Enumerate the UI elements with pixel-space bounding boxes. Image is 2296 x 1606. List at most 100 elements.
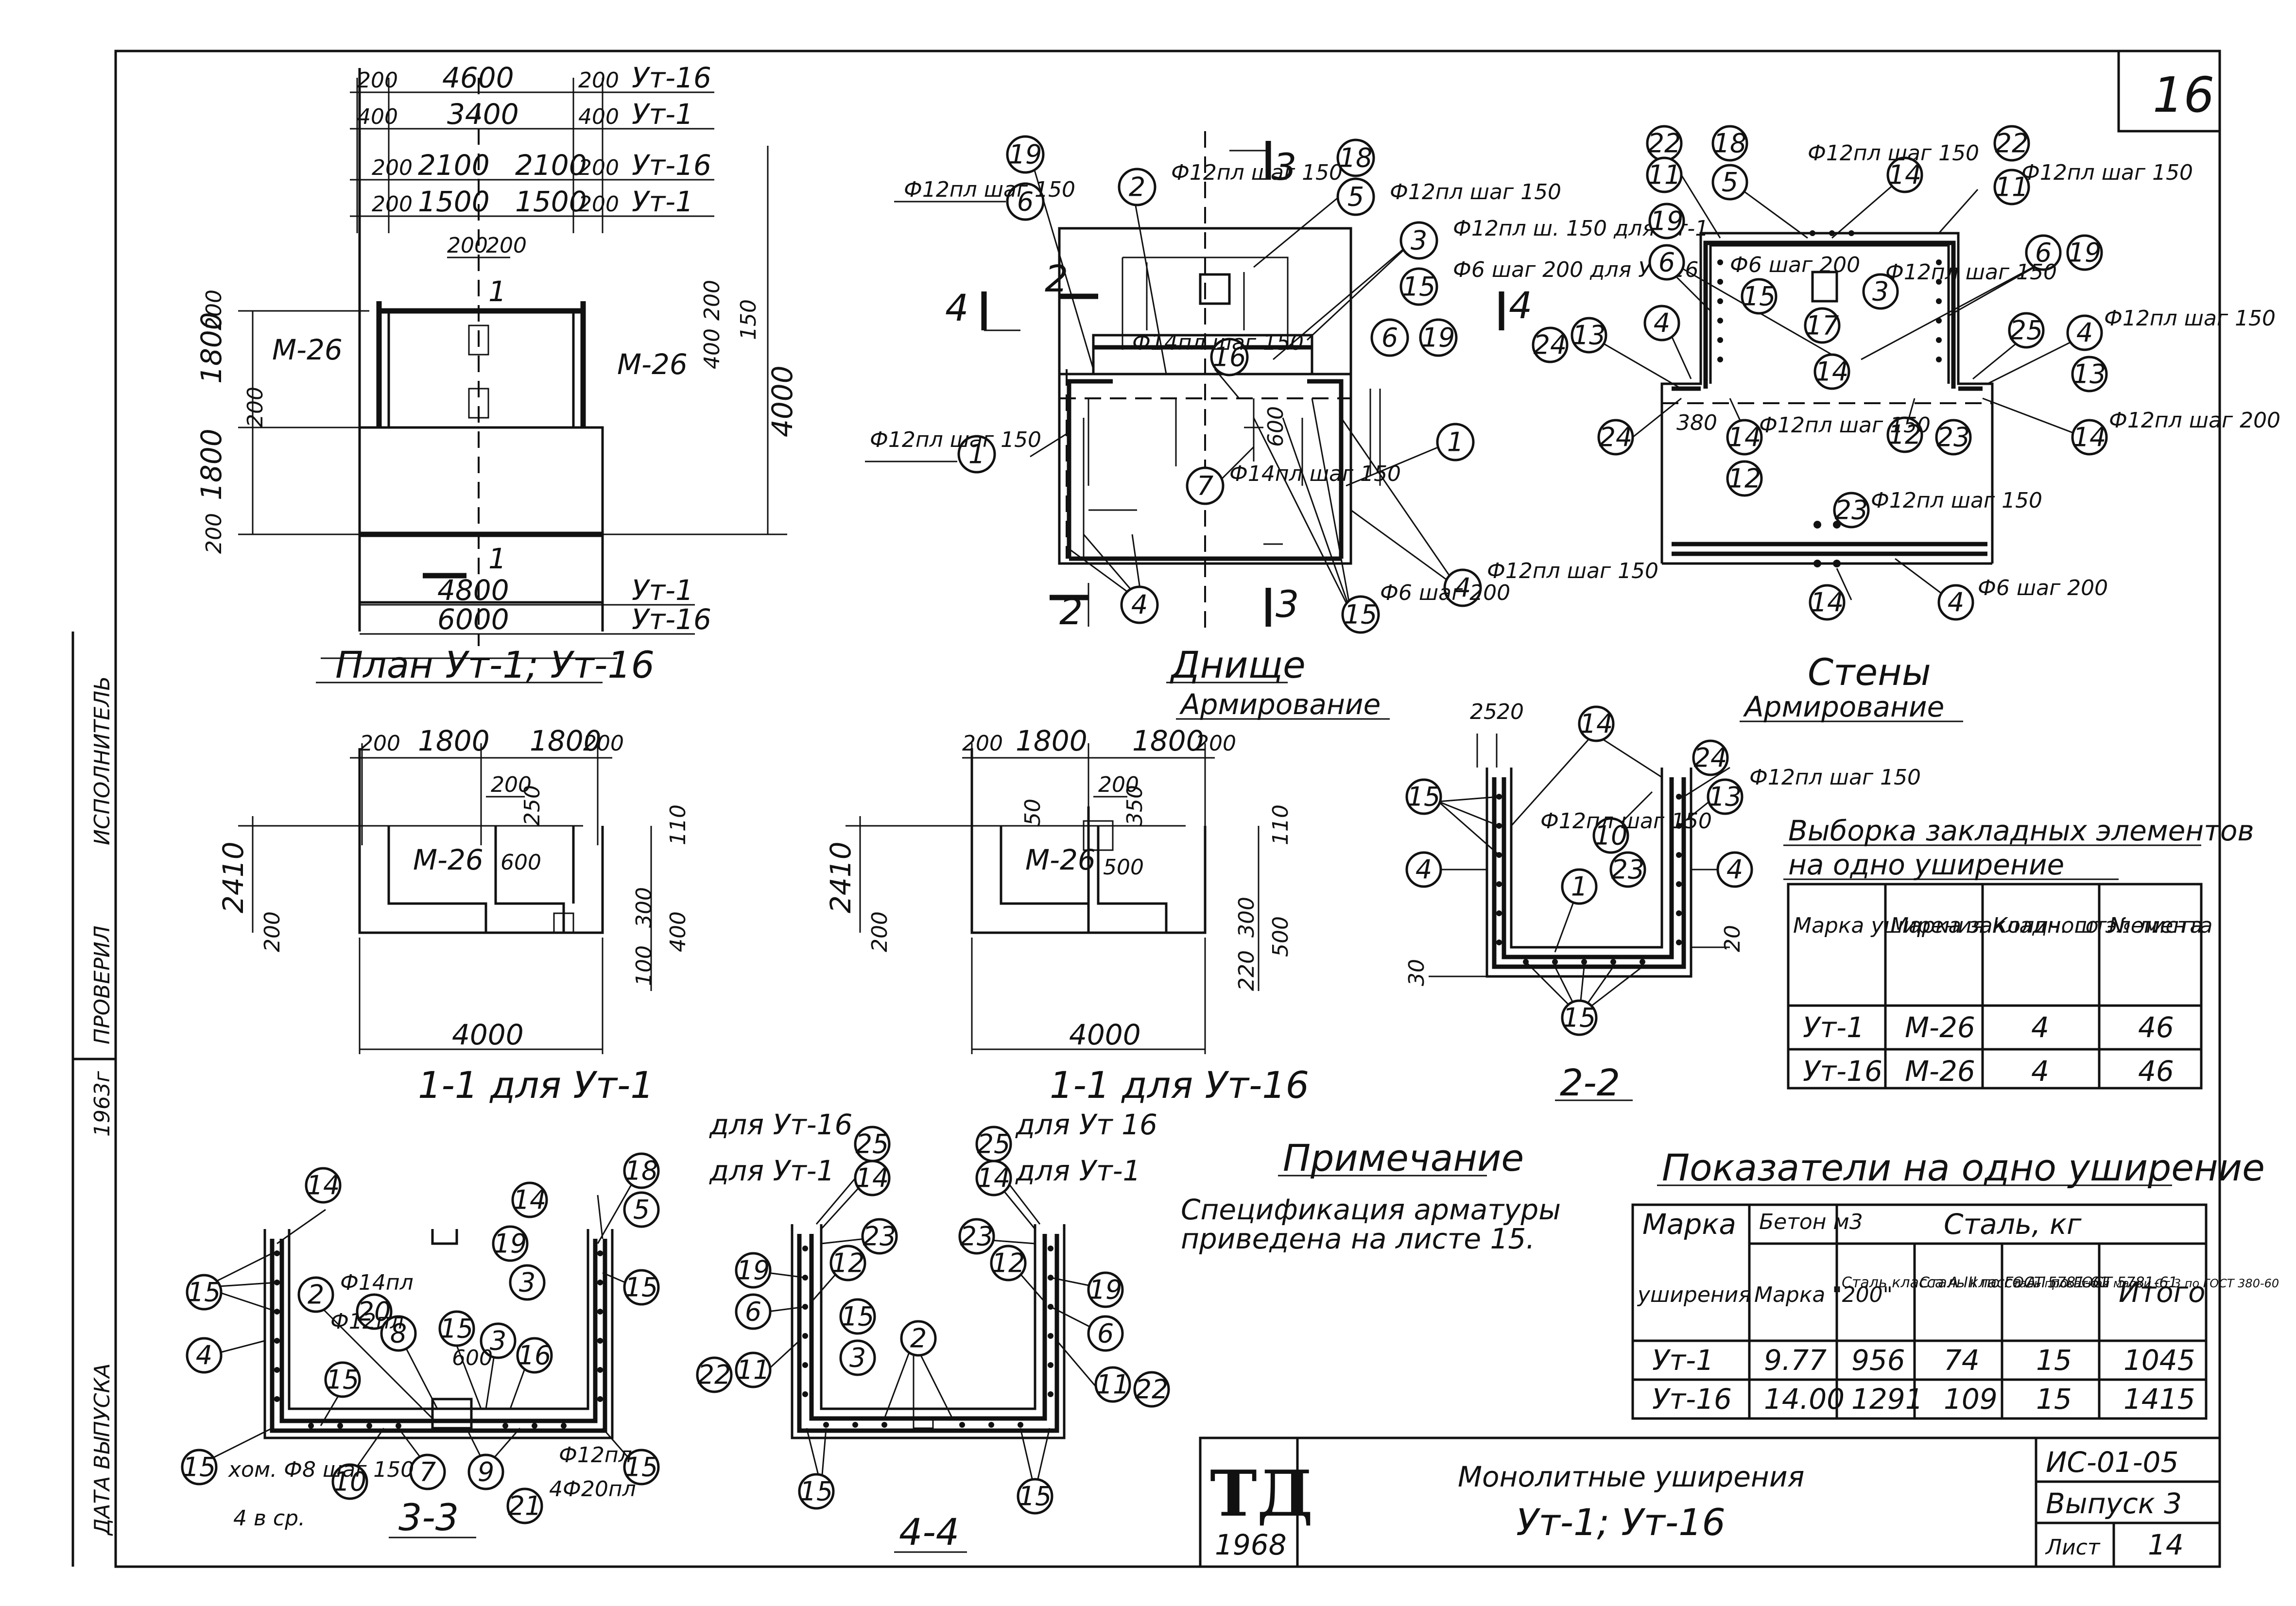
svg-text:17: 17 [1806, 310, 1839, 341]
svg-text:4 в ср.: 4 в ср. [233, 1506, 305, 1531]
svg-text:1: 1 [968, 439, 985, 470]
svg-text:5: 5 [633, 1195, 650, 1225]
svg-text:1291: 1291 [1851, 1383, 1923, 1416]
svg-text:1415: 1415 [2123, 1383, 2195, 1416]
svg-text:для Ут-1: для Ут-1 [1015, 1154, 1140, 1187]
svg-text:200: 200 [202, 290, 226, 330]
svg-text:9.77: 9.77 [1764, 1344, 1827, 1377]
svg-text:200: 200 [1195, 731, 1236, 756]
svg-text:Ут-16: Ут-16 [632, 603, 711, 636]
svg-text:30: 30 [1404, 959, 1429, 986]
svg-text:21: 21 [508, 1491, 542, 1521]
svg-text:23: 23 [1937, 422, 1970, 453]
svg-text:3: 3 [849, 1343, 866, 1373]
svg-text:3: 3 [1872, 276, 1889, 307]
svg-text:6000: 6000 [437, 603, 509, 636]
svg-text:Ф12пл шаг 150: Ф12пл шаг 150 [1390, 180, 1561, 205]
svg-text:600: 600 [1263, 406, 1288, 447]
svg-text:24: 24 [1534, 330, 1567, 360]
svg-text:Ф12пл шаг 150: Ф12пл шаг 150 [1540, 809, 1712, 834]
svg-text:4: 4 [945, 286, 968, 329]
svg-text:Ф12пл шаг 150: Ф12пл шаг 150 [870, 427, 1041, 452]
svg-text:4Ф20пл: 4Ф20пл [549, 1477, 636, 1502]
svg-text:14: 14 [856, 1163, 889, 1194]
svg-text:1800: 1800 [418, 724, 490, 757]
svg-text:4: 4 [1948, 587, 1964, 618]
svg-text:20: 20 [1497, 700, 1524, 724]
svg-text:Марка уширения: Марка уширения [1793, 913, 1985, 938]
svg-text:Выпуск 3: Выпуск 3 [2046, 1487, 2182, 1520]
svg-text:600: 600 [452, 1346, 493, 1370]
svg-text:15: 15 [625, 1452, 658, 1483]
svg-text:200: 200 [360, 731, 400, 756]
svg-text:2100: 2100 [515, 149, 587, 182]
svg-text:110: 110 [1268, 804, 1293, 845]
svg-text:1: 1 [488, 542, 506, 575]
svg-text:200: 200 [202, 513, 226, 554]
svg-text:Ф12пл: Ф12пл [559, 1443, 632, 1468]
svg-text:1045: 1045 [2123, 1344, 2195, 1377]
svg-text:ИСПОЛНИТЕЛЬ: ИСПОЛНИТЕЛЬ [90, 676, 115, 845]
svg-text:2100: 2100 [418, 149, 490, 182]
svg-text:400: 400 [700, 328, 725, 369]
svg-text:6: 6 [745, 1297, 761, 1327]
section-1-1-ut1-title: 1-1 для Ут-1 [418, 1063, 654, 1107]
svg-text:200: 200 [260, 911, 285, 952]
svg-text:1968: 1968 [1215, 1528, 1287, 1561]
svg-text:М-26: М-26 [1025, 843, 1096, 876]
svg-text:Сталь, кг: Сталь, кг [1944, 1208, 2082, 1241]
svg-text:2: 2 [910, 1323, 927, 1354]
svg-text:Марка закладного элемента: Марка закладного элемента [1890, 913, 2213, 938]
svg-text:№ листа: № листа [2107, 913, 2203, 938]
svg-text:Ут-16: Ут-16 [632, 61, 711, 94]
bottom-title: Днище [1170, 643, 1306, 686]
svg-text:ДАТА ВЫПУСКА: ДАТА ВЫПУСКА [90, 1363, 115, 1536]
embedded-elements-table: Выборка закладных элементов на одно ушир… [1783, 814, 2254, 1090]
svg-text:19: 19 [737, 1255, 770, 1286]
svg-text:1800: 1800 [530, 724, 602, 757]
svg-text:Ф12пл шаг 150: Ф12пл шаг 150 [1759, 413, 1931, 438]
svg-text:приведена на листе 15.: приведена на листе 15. [1181, 1222, 1535, 1255]
svg-text:Ф12пл шаг 150: Ф12пл шаг 150 [1871, 488, 2042, 513]
note-block: Примечание Спецификация арматуры приведе… [1181, 1136, 1561, 1255]
svg-text:74: 74 [1944, 1344, 1980, 1377]
svg-text:Колич. шт.: Колич. шт. [1992, 913, 2113, 938]
svg-text:22: 22 [698, 1360, 731, 1390]
svg-text:400: 400 [578, 104, 619, 129]
svg-text:500: 500 [1268, 916, 1293, 957]
svg-text:Ф14пл: Ф14пл [340, 1270, 414, 1295]
section-4-4-title: 4-4 [899, 1510, 959, 1554]
section-3-3: 14 15 4 2 20 8 15 3 16 3 14 19 18 5 15 1… [181, 1152, 660, 1539]
svg-text:3: 3 [519, 1267, 535, 1298]
svg-text:4000: 4000 [452, 1018, 524, 1051]
svg-text:200: 200 [867, 911, 892, 952]
svg-text:200: 200 [578, 155, 619, 180]
svg-text:12: 12 [1728, 463, 1761, 494]
svg-text:19: 19 [1650, 206, 1684, 237]
side-stamp: ДАТА ВЫПУСКА 1963г ПРОВЕРИЛ ИСПОЛНИТЕЛЬ [71, 632, 116, 1567]
svg-text:15: 15 [625, 1272, 658, 1303]
svg-text:Лист: Лист [2045, 1535, 2101, 1560]
svg-text:Марка "200": Марка "200" [1754, 1282, 1893, 1307]
svg-text:9: 9 [478, 1457, 494, 1487]
svg-text:15: 15 [1402, 272, 1436, 302]
svg-text:15: 15 [440, 1314, 474, 1344]
svg-text:14.00: 14.00 [1764, 1383, 1845, 1416]
svg-text:200: 200 [962, 731, 1003, 756]
svg-text:Сталь класса А-III по ГОСТ 578: Сталь класса А-III по ГОСТ 5781-61 [1842, 1274, 2108, 1291]
svg-text:ПРОВЕРИЛ: ПРОВЕРИЛ [90, 925, 115, 1044]
svg-text:46: 46 [2138, 1011, 2174, 1044]
svg-text:5: 5 [1722, 167, 1738, 198]
svg-text:300: 300 [1234, 897, 1259, 938]
section-4-4: для Ут-16 для Ут-1 для Ут 16 для Ут-1 25… [696, 1108, 1170, 1554]
svg-text:500: 500 [1103, 855, 1144, 880]
bottom-notes: Ф12пл шаг 150 Ф12пл шаг 150 Ф12пл шаг 15… [865, 160, 1709, 605]
svg-text:Бетон м3: Бетон м3 [1759, 1210, 1863, 1234]
svg-text:19: 19 [1009, 139, 1042, 170]
svg-text:М-26: М-26 [1905, 1055, 1975, 1088]
svg-text:15: 15 [1019, 1481, 1052, 1512]
svg-text:1800: 1800 [1132, 724, 1204, 757]
svg-text:4: 4 [1654, 308, 1670, 339]
svg-text:15: 15 [1563, 1003, 1596, 1033]
walls-reinforcement-view: 380 22 18 11 5 14 22 [1532, 125, 2280, 723]
